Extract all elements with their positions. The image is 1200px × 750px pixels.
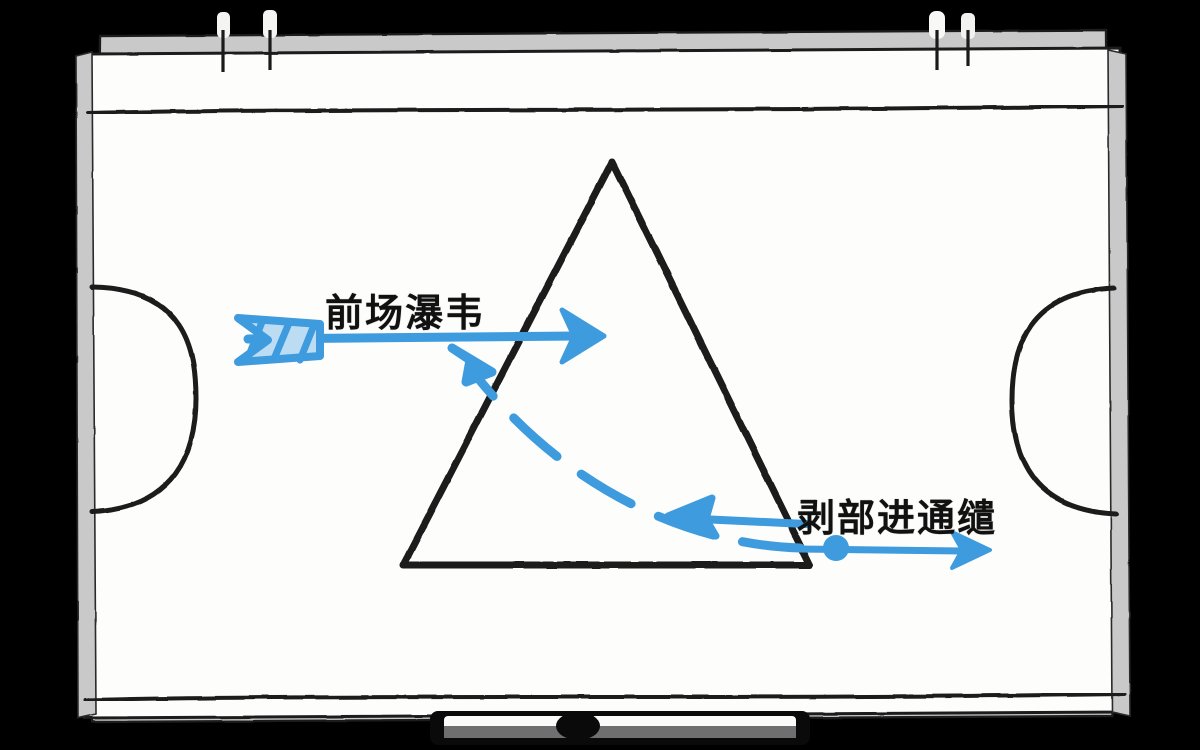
clip-top-left-2 bbox=[263, 10, 277, 70]
right-penalty-arc bbox=[1009, 285, 1119, 517]
tray-marker-pen bbox=[556, 712, 600, 740]
touchline-top bbox=[86, 104, 1124, 115]
clip-top-left-1 bbox=[217, 12, 230, 72]
clip-top-right-1 bbox=[929, 11, 945, 70]
back-pass-dashed-path bbox=[465, 363, 805, 553]
touchline-bottom bbox=[84, 692, 1126, 702]
pen-tray[interactable] bbox=[430, 711, 810, 745]
recovery-arrow-shaft bbox=[696, 515, 810, 528]
back-pass-arrowhead bbox=[447, 343, 497, 387]
forward-run-fletching bbox=[234, 314, 324, 366]
clip-top-right-2 bbox=[961, 13, 975, 66]
recovery-arrowhead bbox=[664, 494, 720, 540]
forward-run-arrowhead bbox=[559, 307, 607, 365]
pitch-markings bbox=[84, 104, 1126, 702]
board-clips[interactable] bbox=[217, 10, 975, 72]
forward-run-label: 前场瀑韦 bbox=[325, 291, 486, 335]
board-right-rail bbox=[1107, 49, 1131, 717]
back-pass-label: 剥部进通缱 bbox=[797, 496, 998, 540]
ball-carrier-dot bbox=[823, 535, 849, 561]
board-surface[interactable] bbox=[82, 46, 1126, 720]
forward-run-arrow bbox=[234, 307, 607, 366]
recovery-arrow bbox=[664, 494, 810, 540]
back-pass-curve bbox=[447, 343, 805, 553]
left-penalty-arc bbox=[89, 284, 199, 515]
overlap-run-arrowhead bbox=[950, 530, 992, 570]
board-left-rail bbox=[75, 50, 97, 719]
formation-triangle bbox=[399, 158, 814, 569]
